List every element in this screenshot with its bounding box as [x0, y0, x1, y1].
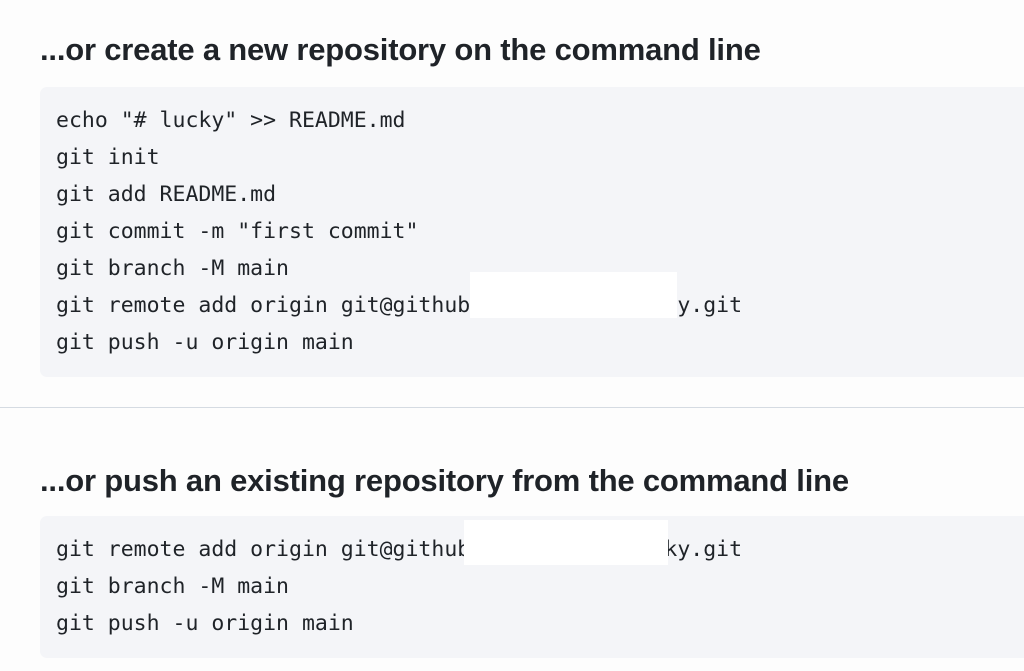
redaction-overlay-create-remote-url: [470, 272, 677, 318]
create-repository-heading: ...or create a new repository on the com…: [40, 32, 761, 67]
code-line: git push -u origin main: [56, 611, 354, 636]
code-line: git commit -m "first commit": [56, 219, 419, 244]
code-line: git add README.md: [56, 182, 277, 207]
code-line: git init: [56, 145, 160, 170]
redaction-overlay-push-remote-url: [464, 520, 668, 565]
create-repository-code-block[interactable]: echo "# lucky" >> README.md git init git…: [40, 87, 1024, 377]
code-line: git remote add origin git@github o/lucky…: [56, 537, 743, 562]
code-line: git push -u origin main: [56, 330, 354, 355]
push-repository-code-block[interactable]: git remote add origin git@github o/lucky…: [40, 516, 1024, 658]
section-create-repository: ...or create a new repository on the com…: [40, 32, 1024, 377]
push-repository-heading: ...or push an existing repository from t…: [40, 463, 849, 498]
code-line: git branch -M main: [56, 256, 289, 281]
section-push-repository: ...or push an existing repository from t…: [0, 425, 1024, 658]
code-line: echo "# lucky" >> README.md: [56, 108, 406, 133]
code-line: git branch -M main: [56, 574, 289, 599]
section-divider: [0, 407, 1024, 408]
